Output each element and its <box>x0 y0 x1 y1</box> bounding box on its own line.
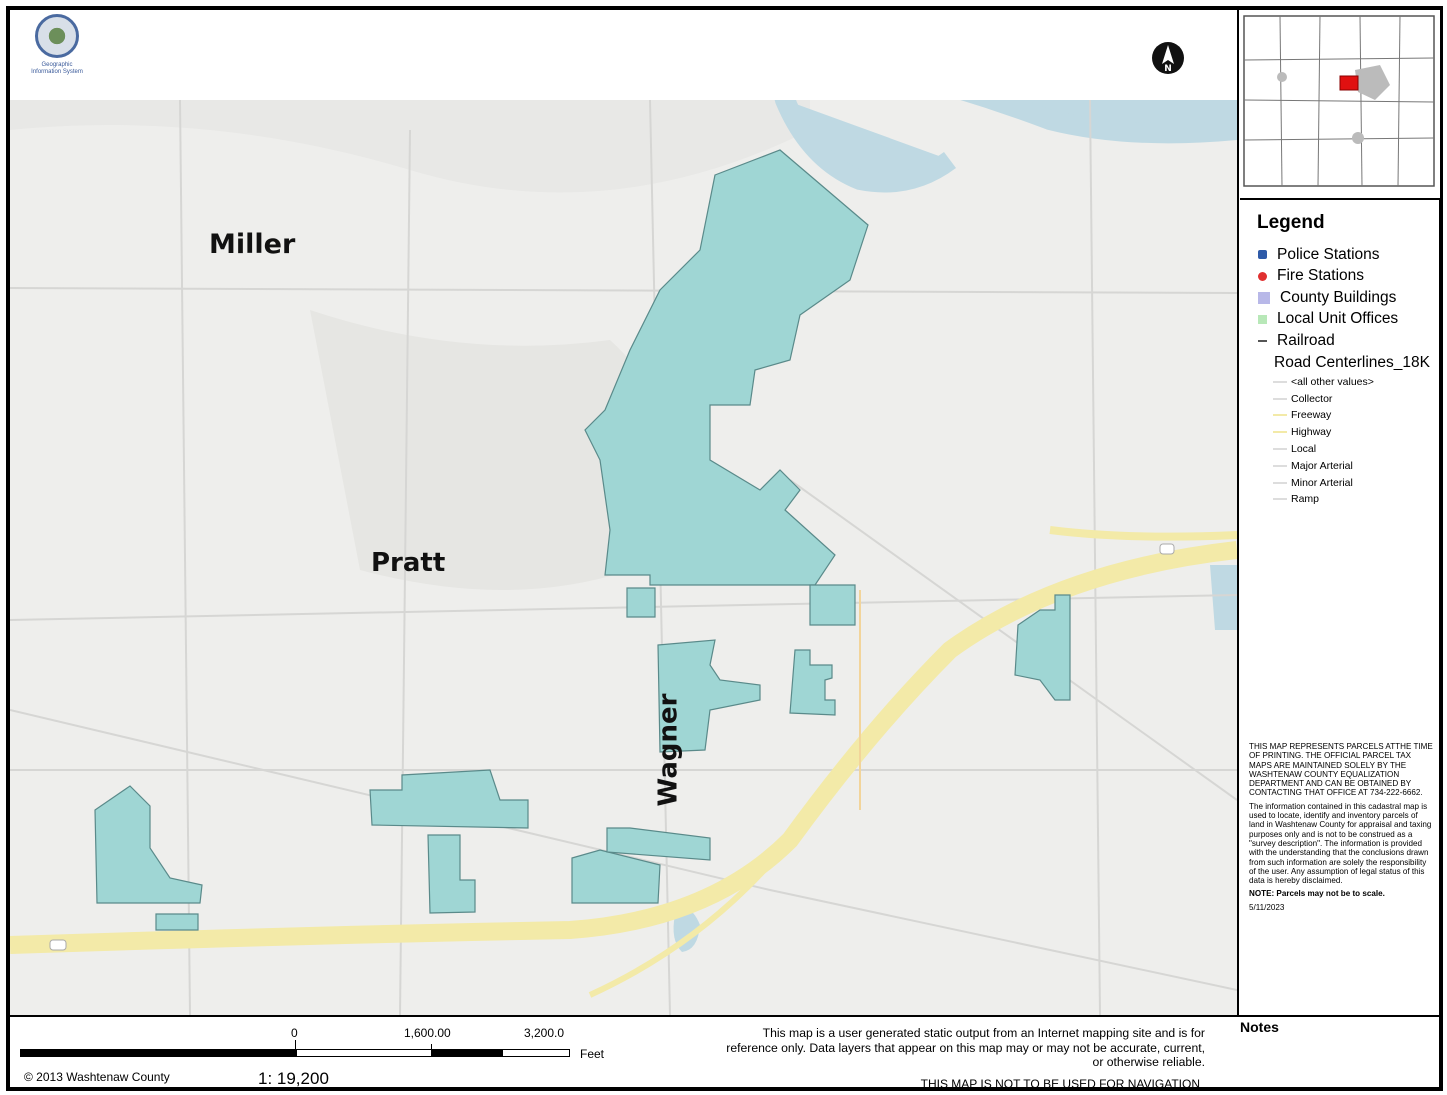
map-frame <box>6 6 1443 1091</box>
legend-item-police: Police Stations <box>1255 244 1445 266</box>
gis-logo: Geographic Information System <box>26 14 88 96</box>
road-line-icon <box>1273 414 1287 417</box>
road-line-icon <box>1273 464 1287 467</box>
parcel <box>657 639 761 753</box>
county-building-icon <box>1258 291 1270 304</box>
legend-road-item: <all other values> <box>1255 374 1445 391</box>
map-header <box>10 10 1237 100</box>
road-line-icon <box>1273 431 1287 434</box>
notes-title: Notes <box>1240 1019 1279 1035</box>
road-line-icon <box>1273 498 1287 501</box>
parcel <box>809 584 856 626</box>
overview-inset-map[interactable] <box>1240 10 1440 200</box>
legend-road-item: Local <box>1255 441 1445 458</box>
parcel <box>571 849 661 904</box>
scale-label-0: 0 <box>291 1026 298 1040</box>
scale-unit: Feet <box>580 1047 605 1061</box>
parcel <box>606 827 711 861</box>
legend-road-item: Minor Arterial <box>1255 474 1445 491</box>
print-date: 5/11/2023 <box>1249 902 1285 912</box>
parcel <box>789 649 836 716</box>
highway <box>10 541 1237 954</box>
side-panel <box>1239 10 1440 1088</box>
legend-item-fire: Fire Stations <box>1255 266 1445 288</box>
parcel <box>427 834 476 914</box>
legend: Police Stations Fire Stations County Bui… <box>1255 244 1445 508</box>
parcel <box>369 769 529 829</box>
navigation-warning: THIS MAP IS NOT TO BE USED FOR NAVIGATIO… <box>920 1077 1200 1091</box>
legend-item-local-unit: Local Unit Offices <box>1255 309 1445 331</box>
parcel <box>584 149 869 586</box>
legend-road-item: Major Arterial <box>1255 457 1445 474</box>
copyright: © 2013 Washtenaw County <box>24 1070 170 1084</box>
road-line-icon <box>1273 397 1287 400</box>
basemap-svg <box>10 10 1237 1015</box>
disclaimer: THIS MAP REPRESENTS PARCELS ATTHE TIME O… <box>1249 742 1435 916</box>
scale-label-3200: 3,200.0 <box>524 1026 565 1040</box>
legend-road-item: Collector <box>1255 390 1445 407</box>
parcel <box>155 913 199 931</box>
parcel <box>94 785 203 904</box>
disclaimer-parcels: THIS MAP REPRESENTS PARCELS ATTHE TIME O… <box>1249 742 1433 798</box>
parcel <box>1014 594 1071 701</box>
legend-road-item: Ramp <box>1255 491 1445 508</box>
notes-divider <box>1237 1015 1443 1017</box>
legend-road-header: Road Centerlines_18K <box>1274 353 1430 371</box>
north-arrow-icon: N <box>1150 40 1186 76</box>
railroad-icon <box>1258 339 1267 342</box>
county-seal-icon <box>35 14 79 58</box>
legend-road-item: Freeway <box>1255 407 1445 424</box>
svg-text:N: N <box>1164 64 1172 74</box>
road-line-icon <box>1273 380 1287 383</box>
map-statement: This map is a user generated static outp… <box>726 1026 1205 1069</box>
fire-station-icon <box>1258 271 1267 281</box>
legend-title: Legend <box>1257 212 1325 233</box>
disclaimer-note: NOTE: Parcels may not be to scale. <box>1249 889 1385 899</box>
disclaimer-cadastral: The information contained in this cadast… <box>1249 801 1432 886</box>
scale-label-1600: 1,600.00 <box>404 1026 451 1040</box>
label-pratt: Pratt <box>371 548 446 578</box>
road-line-icon <box>1273 448 1287 451</box>
parcel <box>626 587 656 618</box>
road-line-icon <box>1273 481 1287 484</box>
police-station-icon <box>1258 250 1267 260</box>
local-unit-office-icon <box>1258 314 1267 324</box>
legend-item-railroad: Railroad <box>1255 330 1445 352</box>
map-canvas[interactable] <box>10 10 1239 1017</box>
label-miller: Miller <box>209 229 296 260</box>
legend-road-item: Highway <box>1255 424 1445 441</box>
scale-ratio: 1: 19,200 <box>258 1069 329 1088</box>
label-wagner: Wagner <box>653 693 684 807</box>
legend-item-county: County Buildings <box>1255 287 1445 309</box>
